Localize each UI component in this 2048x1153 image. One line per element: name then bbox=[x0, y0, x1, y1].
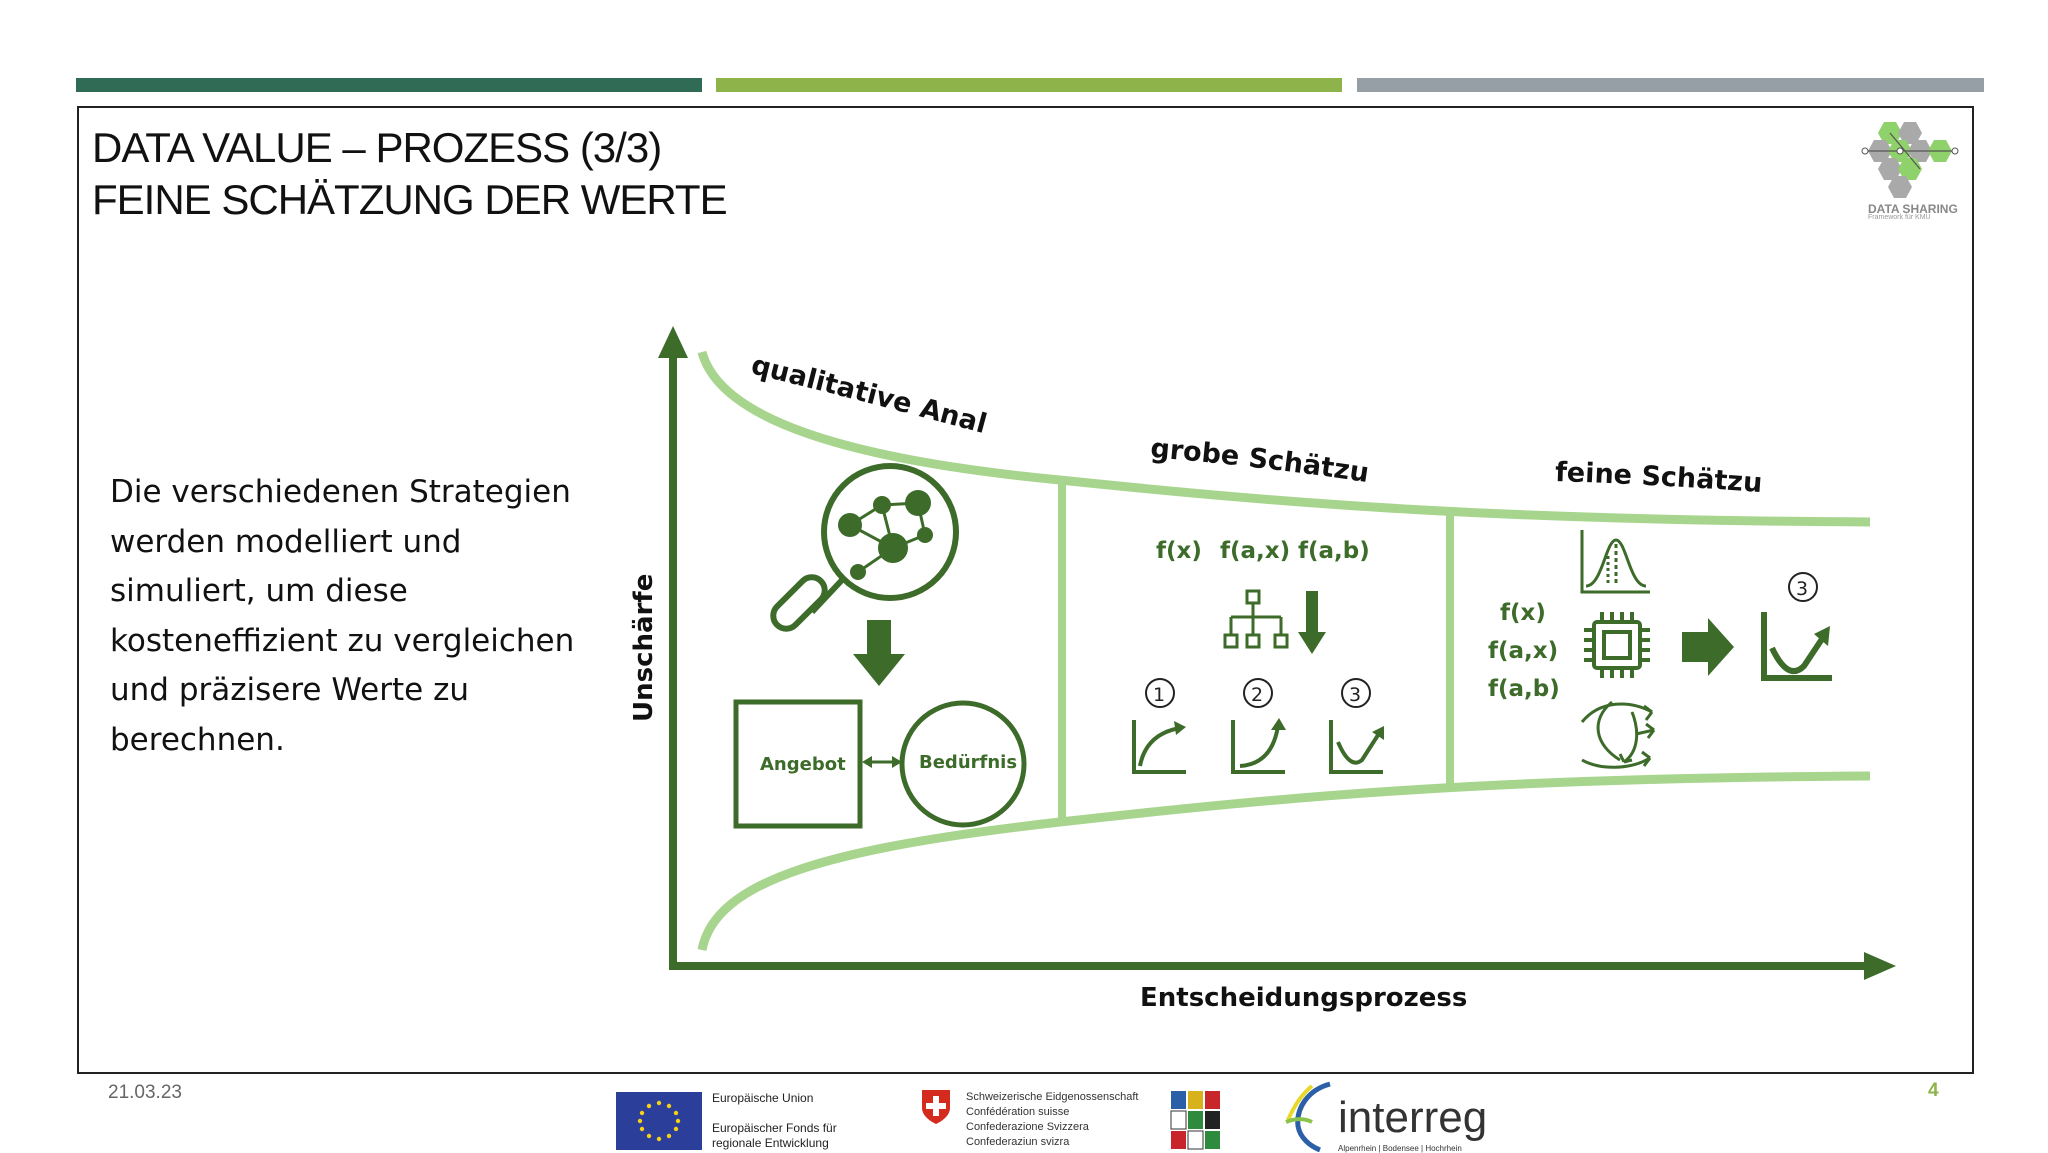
angebot-label: Angebot bbox=[760, 754, 846, 775]
ch-text-3: Confederazione Svizzera bbox=[966, 1121, 1089, 1133]
arrows-cycle-icon bbox=[1580, 700, 1656, 769]
body-line: werden modelliert und bbox=[110, 523, 462, 560]
bell-curve-icon bbox=[1580, 530, 1650, 594]
funnel-upper-curve bbox=[697, 350, 1871, 527]
funnel-lower-curve bbox=[697, 771, 1871, 951]
title-line-2: FEINE SCHÄTZUNG DER WERTE bbox=[92, 176, 728, 223]
ch-text-2: Confédération suisse bbox=[966, 1106, 1070, 1118]
eu-text-2: Europäischer Fonds für bbox=[712, 1121, 837, 1135]
footer-date: 21.03.23 bbox=[108, 1082, 182, 1103]
eu-text-1: Europäische Union bbox=[712, 1091, 814, 1105]
page-number: 4 bbox=[1928, 1080, 1939, 1101]
formula-col-fab: f(a,b) bbox=[1488, 676, 1560, 702]
down-arrow-icon-small bbox=[1298, 591, 1326, 654]
number-2: 2 bbox=[1251, 684, 1263, 706]
hierarchy-icon bbox=[1223, 589, 1289, 649]
formula-col-fax: f(a,x) bbox=[1488, 638, 1558, 664]
phase-label-feine: feine Schätzung bbox=[0, 0, 1763, 499]
eu-flag-icon bbox=[616, 1092, 702, 1150]
connector-arrow-right bbox=[892, 756, 902, 768]
number-1: 1 bbox=[1153, 684, 1165, 706]
x-axis-arrowhead bbox=[1864, 952, 1896, 980]
right-arrow-icon bbox=[1682, 618, 1734, 676]
interreg-wordmark: interreg bbox=[1338, 1093, 1488, 1142]
hex-grey-1 bbox=[1898, 122, 1922, 144]
phase-label-grobe-path: grobe Schätzung bbox=[0, 0, 1371, 489]
formula-col-fx: f(x) bbox=[1500, 600, 1546, 626]
beduerfnis-label: Bedürfnis bbox=[919, 752, 1017, 773]
ch-text-1: Schweizerische Eidgenossenschaft bbox=[966, 1091, 1139, 1103]
header-bar-green bbox=[716, 78, 1342, 92]
header-bar-dark bbox=[76, 78, 702, 92]
body-line: kosteneffizient zu vergleichen bbox=[110, 622, 575, 659]
growth-chart-icon-final bbox=[1761, 612, 1832, 681]
eu-text-3: regionale Entwicklung bbox=[712, 1136, 829, 1150]
phase-label-grobe: grobe Schätzung bbox=[0, 0, 1371, 489]
data-sharing-logo bbox=[1861, 122, 1959, 198]
hex-link bbox=[1889, 132, 1921, 170]
phase-label-qualitative-path: qualitative Analyse bbox=[0, 0, 990, 440]
formula-fx: f(x) bbox=[1156, 538, 1202, 564]
angebot-box bbox=[733, 699, 863, 829]
data-sharing-logo-subtext: Framework für KMU bbox=[1868, 214, 1931, 221]
interreg-subtitle: Alpenrhein | Bodensee | Hochrhein bbox=[1338, 1144, 1462, 1153]
interreg-swoosh-icon bbox=[1285, 1081, 1331, 1152]
body-line: simuliert, um diese bbox=[110, 573, 408, 609]
y-axis-arrowhead bbox=[658, 326, 688, 358]
x-axis-label: Entscheidungsprozess bbox=[1140, 983, 1467, 1013]
growth-chart-icon-3 bbox=[1329, 720, 1384, 774]
growth-chart-icon-1 bbox=[1132, 720, 1186, 774]
ch-text-4: Confederaziun svizra bbox=[966, 1136, 1070, 1148]
formula-fax: f(a,x) bbox=[1220, 538, 1290, 564]
connector-arrow-left bbox=[862, 756, 872, 768]
y-axis-label: Unschärfe bbox=[629, 574, 659, 722]
title-line-1: DATA VALUE – PROZESS (3/3) bbox=[92, 124, 662, 171]
hex-grey-5 bbox=[1888, 176, 1912, 198]
hex-grey-4 bbox=[1878, 158, 1902, 180]
growth-chart-icon-2 bbox=[1231, 718, 1286, 774]
number-circle-final: 3 bbox=[1788, 572, 1818, 602]
body-text: Die verschiedenen Strategien werden mode… bbox=[110, 468, 610, 765]
canton-crests-icon bbox=[1170, 1091, 1220, 1150]
number-circle-1: 1 bbox=[1145, 678, 1175, 708]
number-circle-2: 2 bbox=[1243, 678, 1273, 708]
network-search-icon bbox=[770, 463, 959, 632]
formula-fab: f(a,b) bbox=[1298, 538, 1370, 564]
cpu-chip-icon bbox=[1584, 612, 1650, 678]
phase-label-qualitative: qualitative Analyse bbox=[0, 0, 990, 440]
body-line: und präzisere Werte zu bbox=[110, 672, 469, 708]
data-sharing-logo-text: DATA SHARING bbox=[1868, 202, 1958, 216]
body-line: berechnen. bbox=[110, 721, 285, 758]
slide-title: DATA VALUE – PROZESS (3/3) FEINE SCHÄTZU… bbox=[92, 122, 728, 226]
number-circle-3: 3 bbox=[1341, 678, 1371, 708]
number-3: 3 bbox=[1349, 684, 1361, 706]
number-final: 3 bbox=[1796, 578, 1808, 600]
header-bar-grey bbox=[1357, 78, 1984, 92]
body-line: Die verschiedenen Strategien bbox=[110, 474, 571, 510]
hex-node bbox=[1951, 147, 1959, 155]
swiss-shield-icon bbox=[922, 1090, 950, 1124]
slide-frame bbox=[77, 106, 1974, 1074]
down-arrow-icon bbox=[853, 620, 905, 686]
hex-node bbox=[1896, 147, 1904, 155]
beduerfnis-circle bbox=[899, 700, 1027, 828]
hex-node bbox=[1861, 147, 1869, 155]
phase-label-feine-path: feine Schätzung bbox=[0, 0, 1763, 499]
